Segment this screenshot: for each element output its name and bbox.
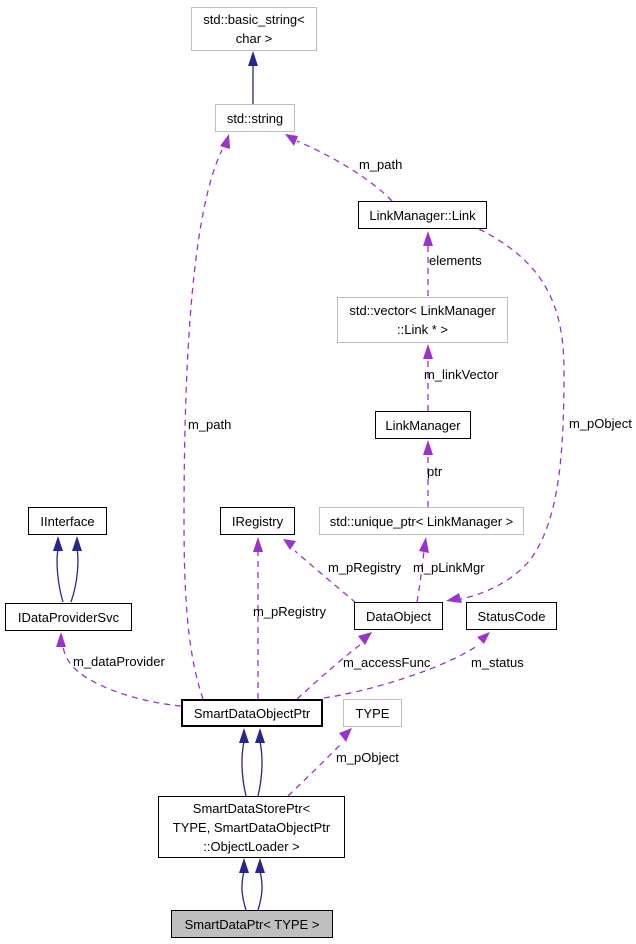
node-idataprovidersvc[interactable]: IDataProviderSvc [5,603,132,631]
edge-label-m-pregistry-smartdataobjectptr: m_pRegistry [253,604,326,619]
edge-link-to-dataobject-m-pobject [460,228,565,600]
arrowhead [220,134,230,149]
arrowhead [477,632,490,644]
node-dataobject[interactable]: DataObject [354,602,443,630]
arrowhead [423,231,433,246]
node-statuscode[interactable]: StatusCode [466,602,557,630]
arrowhead [72,536,82,551]
edge-smartdataptr-to-storeptr-2 [257,870,263,911]
arrowhead [423,344,433,359]
edge-label-m-path-link: m_path [359,157,403,172]
node-smartdataobjectptr[interactable]: SmartDataObjectPtr [181,699,323,727]
edge-label-ptr: ptr [427,464,443,479]
arrowhead [53,536,63,551]
edge-label-m-accessfunc: m_accessFunc [343,655,431,670]
arrowhead [239,728,249,743]
edge-dataobject-to-iregistry-m-pregistry [294,550,357,604]
node-iregistry[interactable]: IRegistry [220,507,295,535]
edge-link-to-string-m-path [296,140,393,202]
edge-smartdataptr-to-storeptr-1 [241,870,247,911]
edge-label-m-dataprovider: m_dataProvider [73,654,165,669]
arrowhead [446,593,462,603]
edge-idataprovidersvc-to-iinterface-2 [70,548,79,603]
arrowhead [56,632,66,647]
arrowhead [255,728,265,743]
arrowhead [239,858,249,873]
edge-objectptr-to-idataprovidersvc-m-dataprovider [62,646,182,707]
arrowhead [339,728,352,742]
arrowhead [423,440,433,455]
node-iinterface[interactable]: IInterface [28,507,107,535]
node-type: TYPE [343,699,402,727]
arrowhead [358,632,372,645]
edge-storeptr-to-objectptr-2 [257,740,263,797]
node-linkmanager[interactable]: LinkManager [375,411,471,439]
edge-label-m-path-smartdataobjectptr: m_path [188,417,232,432]
node-std-basic-string: std::basic_string< char > [191,7,317,51]
edge-objectptr-to-string-m-path [183,149,223,700]
arrowhead [248,51,258,66]
edge-objectptr-to-statuscode-m-status [323,645,478,699]
arrowhead [283,539,296,550]
edge-storeptr-to-objectptr-1 [241,740,247,797]
arrowhead [255,858,265,873]
edge-idataprovidersvc-to-iinterface-1 [56,548,64,603]
node-linkmanager-link[interactable]: LinkManager::Link [358,201,487,229]
edge-objectptr-to-dataobject-m-accessfunc [296,644,361,700]
arrowhead [419,537,429,553]
edge-dataobject-to-uniqueptr-m-plinkmgr [416,550,425,603]
arrowhead [285,134,298,146]
edge-label-m-pobject-storeptr: m_pObject [336,750,399,765]
edge-label-elements: elements [429,253,482,268]
edge-label-m-pregistry-dataobject: m_pRegistry [328,560,401,575]
node-std-unique-ptr: std::unique_ptr< LinkManager > [319,507,524,535]
node-std-vector-link: std::vector< LinkManager ::Link * > [337,297,508,343]
edge-label-m-status: m_status [471,655,524,670]
edge-label-m-plinkmgr: m_pLinkMgr [413,560,485,575]
edge-label-m-linkvector: m_linkVector [424,367,499,382]
node-std-string: std::string [215,104,295,132]
node-smartdataptr-current: SmartDataPtr< TYPE > [171,910,333,938]
node-smartdatastoreptr[interactable]: SmartDataStorePtr< TYPE, SmartDataObject… [158,796,345,858]
arrowhead [253,537,263,552]
edge-label-m-pobject-link: m_pObject [569,416,632,431]
edge-storeptr-to-type-m-pobject [287,742,343,797]
